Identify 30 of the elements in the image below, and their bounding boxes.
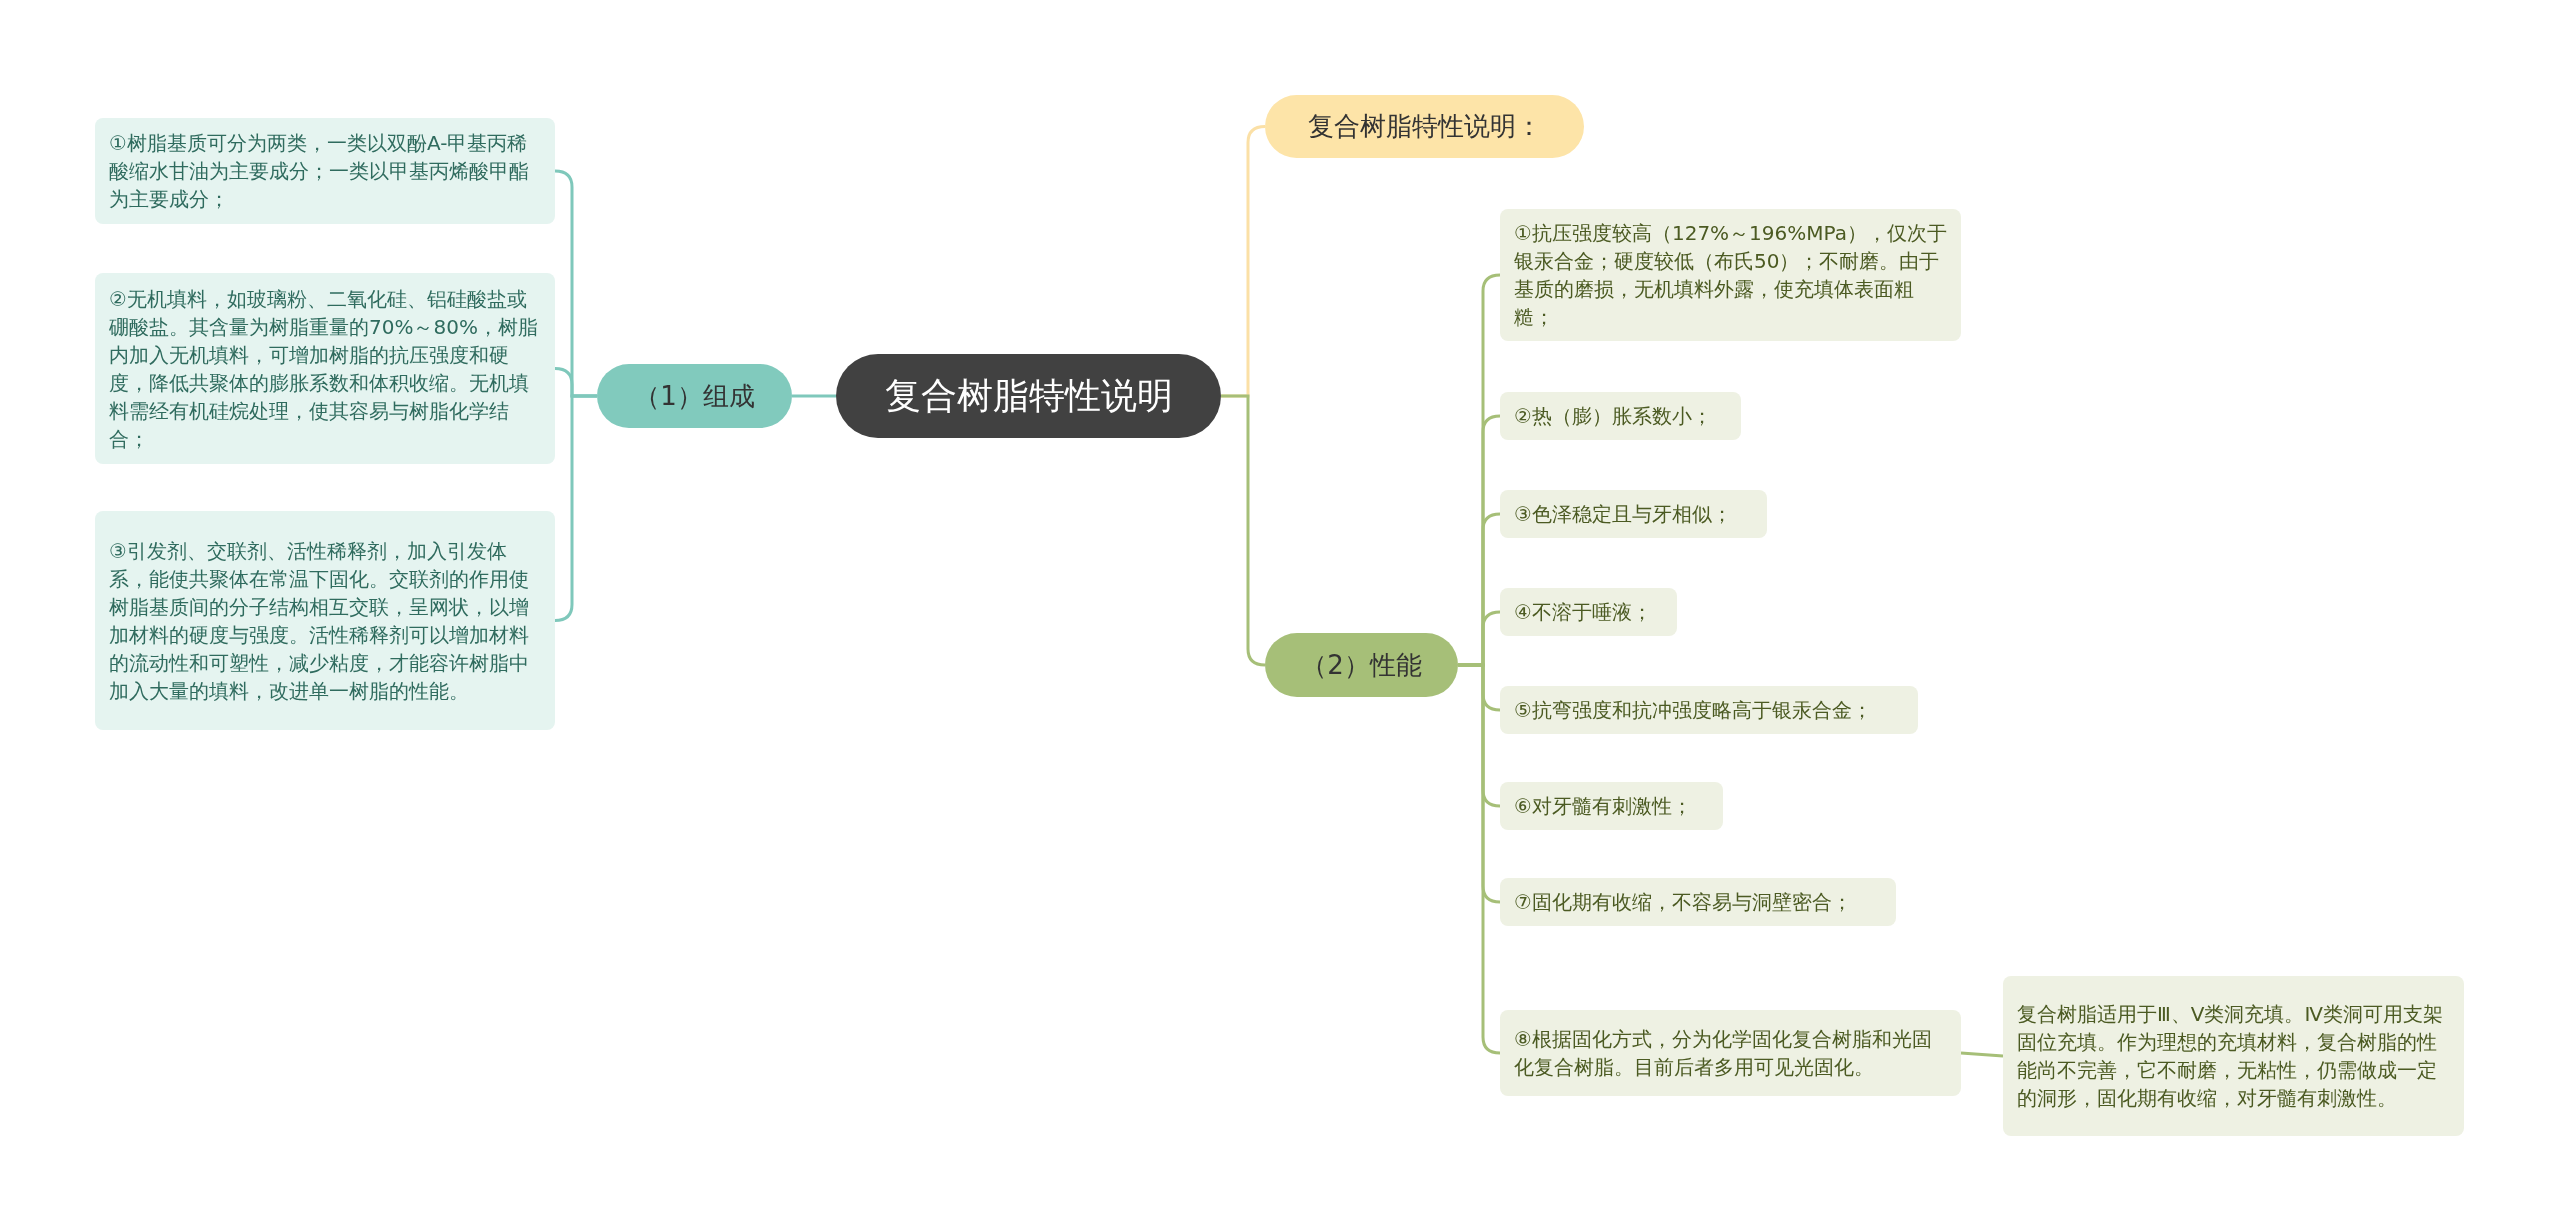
- note-card: [2003, 976, 2464, 1136]
- node-text: ⑦固化期有收缩，不容易与洞壁密合；: [1514, 889, 1852, 916]
- note-card: [95, 511, 555, 730]
- node-text: ④不溶于唾液；: [1514, 599, 1652, 626]
- node-text: （1）组成: [634, 379, 755, 413]
- node-text: ①树脂基质可分为两类，一类以双酚A-甲基丙稀酸缩水甘油为主要成分；一类以甲基丙烯酸甲酯为主要成分；: [109, 130, 530, 213]
- node-text: ③色泽稳定且与牙相似；: [1514, 501, 1732, 528]
- note-card: [1500, 588, 1677, 636]
- note-card: [1500, 490, 1767, 538]
- node-text: 复合树脂特性说明：: [1307, 110, 1542, 143]
- connector-line: [792, 394, 836, 398]
- note-card: [95, 118, 555, 224]
- node-text: 复合树脂特性说明: [884, 373, 1173, 418]
- connector-line: [1960, 1051, 2004, 1058]
- node-text: ⑧根据固化方式，分为化学固化复合树脂和光固化复合树脂。目前后者多用可见光固化。: [1514, 1026, 1933, 1081]
- node-text: ⑥对牙髓有刺激性；: [1514, 793, 1692, 820]
- note-card: [1500, 782, 1723, 830]
- note-card: [1500, 209, 1961, 341]
- node-text: 复合树脂适用于Ⅲ、Ⅴ类洞充填。Ⅳ类洞可用支架固位充填。作为理想的充填材料，复合树脂的性能尚不完善，它不耐磨，无粘性，仍需做成一定的洞形，固化期有收缩，对牙髓有刺激性。: [2017, 1001, 2444, 1112]
- note-card: [1500, 1010, 1961, 1096]
- node-text: ②无机填料，如玻璃粉、二氧化硅、铝硅酸盐或硼酸盐。其含量为树脂重量的70%～80%，树脂内加入无机填料，可增加树脂的抗压强度和硬度，降低共聚体的膨胀系数和体积收缩。无机填料需经有机硅烷处理，使其容易与树脂化学结合；: [109, 285, 539, 453]
- note-card: [95, 273, 555, 464]
- node-text: ③引发剂、交联剂、活性稀释剂，加入引发体系，能使共聚体在常温下固化。交联剂的作用使树脂基质间的分子结构相互交联，呈网状，以增加材料的硬度与强度。活性稀释剂可以增加材料的流动性和可塑性，减少粘度，才能容许树脂中加入大量的填料，改进单一树脂的性能。: [109, 537, 530, 705]
- node-text: （2）性能: [1301, 648, 1422, 682]
- node-text: ⑤抗弯强度和抗冲强度略高于银汞合金；: [1514, 697, 1872, 724]
- note-card: [1500, 878, 1896, 926]
- note-card: [1500, 686, 1918, 734]
- note-card: [1500, 392, 1741, 440]
- node-text: ②热（膨）胀系数小；: [1514, 403, 1712, 430]
- node-text: ①抗压强度较高（127%～196%MPa），仅次于银汞合金；硬度较低（布氏50）；不耐磨。由于基质的磨损，无机填料外露，使充填体表面粗糙；: [1514, 220, 1947, 331]
